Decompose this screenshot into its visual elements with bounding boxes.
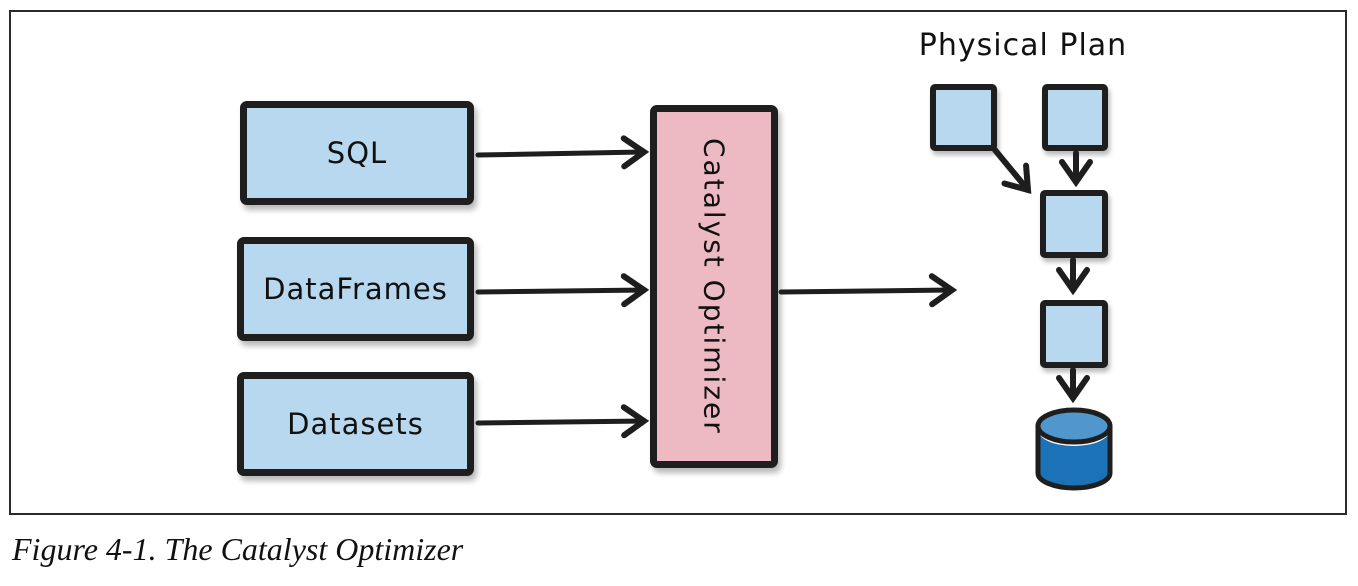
plan-node-2 [1042,84,1108,151]
dataframes-box: DataFrames [237,237,474,341]
sql-box: SQL [240,101,474,205]
datasets-box-label: Datasets [287,407,424,441]
figure-caption: Figure 4-1. The Catalyst Optimizer [12,531,464,567]
plan-node-3 [1040,190,1108,258]
plan-node-1 [930,84,997,151]
catalyst-optimizer-box: Catalyst Optimizer [650,105,778,468]
datasets-box: Datasets [237,372,474,476]
physical-plan-title: Physical Plan [918,28,1128,63]
sql-box-label: SQL [326,136,388,170]
plan-node-4 [1040,300,1108,368]
catalyst-optimizer-label: Catalyst Optimizer [697,138,731,435]
dataframes-box-label: DataFrames [263,272,448,306]
